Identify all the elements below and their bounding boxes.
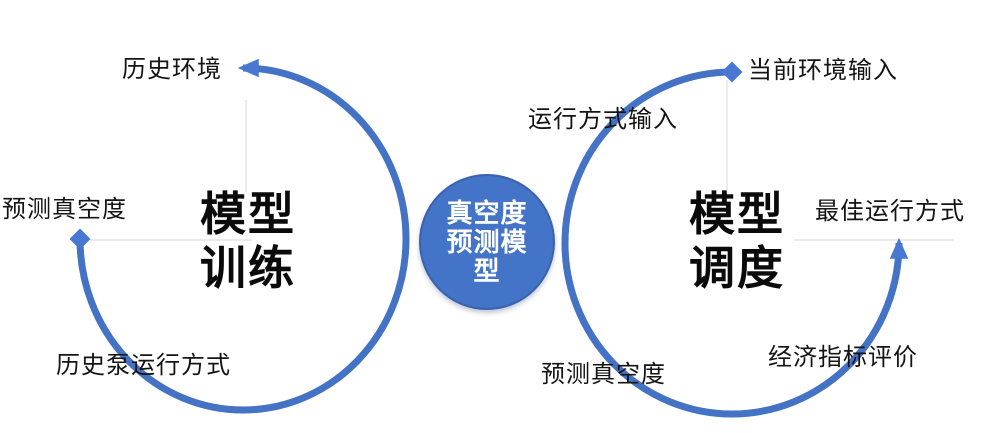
- right-cycle-top-left-label: 运行方式输入: [528, 106, 678, 133]
- left-cycle-top-label: 历史环境: [122, 56, 222, 83]
- right-cycle-bottom-right-label: 经济指标评价: [768, 344, 918, 371]
- center-model-node: 真空度预测模型: [419, 174, 555, 310]
- left-cycle-left-label: 预测真空度: [2, 196, 127, 223]
- left-cycle-title: 模型训练: [200, 188, 296, 294]
- right-cycle-bottom-left-label: 预测真空度: [541, 361, 666, 388]
- right-cycle-right-label: 最佳运行方式: [815, 198, 965, 225]
- right-cycle-arc: [561, 61, 909, 418]
- right-cycle-title: 模型调度: [689, 188, 785, 294]
- left-cycle-bottom-label: 历史泵运行方式: [56, 352, 231, 379]
- left-cycle-arc: [69, 58, 410, 414]
- right-cycle-top-right-label: 当前环境输入: [748, 57, 898, 84]
- center-model-node-label: 真空度预测模型: [446, 197, 528, 286]
